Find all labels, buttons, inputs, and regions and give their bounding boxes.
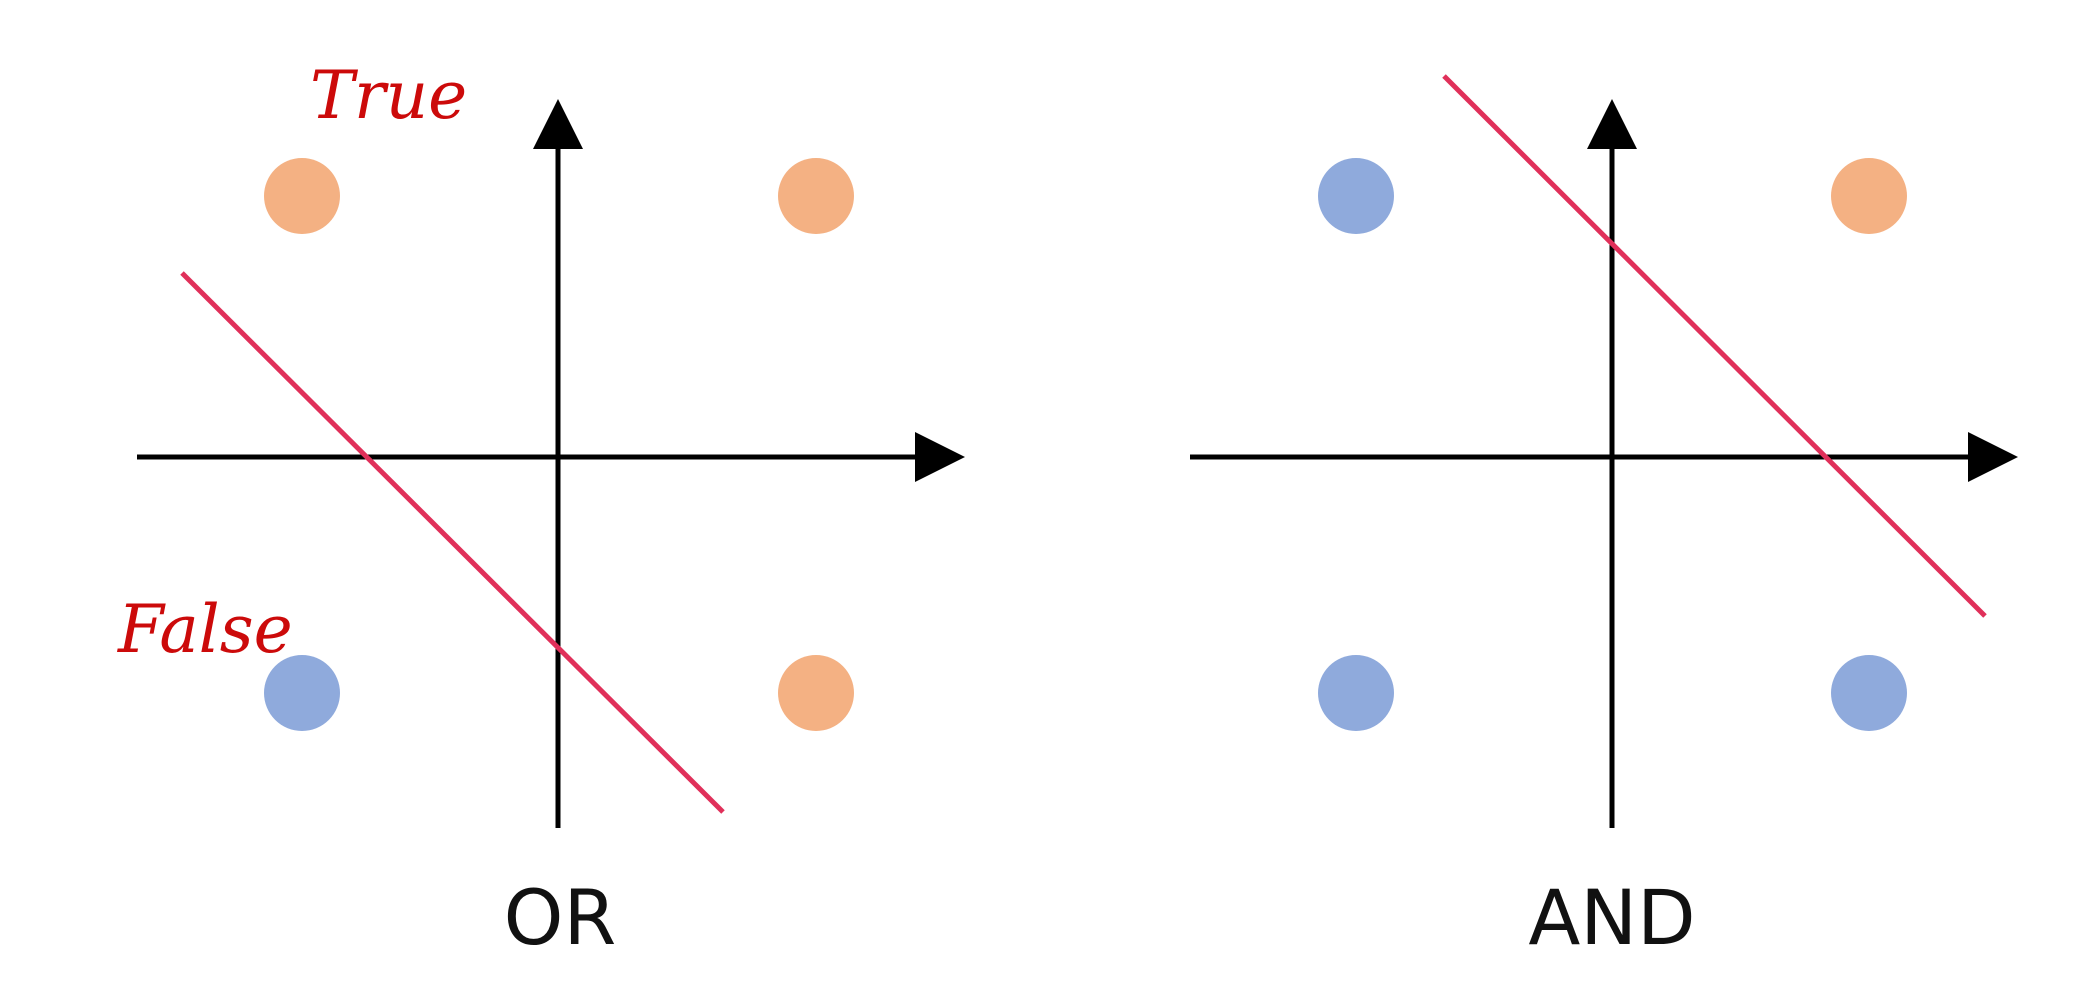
and-point-top-right [1831, 158, 1907, 234]
and-caption: AND [1528, 873, 1695, 962]
or-panel: OR True False [117, 57, 965, 962]
or-point-top-left [264, 158, 340, 234]
or-point-bottom-right [778, 655, 854, 731]
and-point-bottom-left [1318, 655, 1394, 731]
true-annotation: True [310, 57, 467, 134]
false-annotation: False [117, 591, 293, 668]
or-point-top-right [778, 158, 854, 234]
or-point-bottom-left [264, 655, 340, 731]
and-decision-boundary [1442, 74, 1987, 618]
or-decision-boundary [180, 271, 725, 814]
and-panel: AND [1190, 74, 2018, 962]
or-caption: OR [504, 873, 617, 962]
and-point-bottom-right [1831, 655, 1907, 731]
and-point-top-left [1318, 158, 1394, 234]
